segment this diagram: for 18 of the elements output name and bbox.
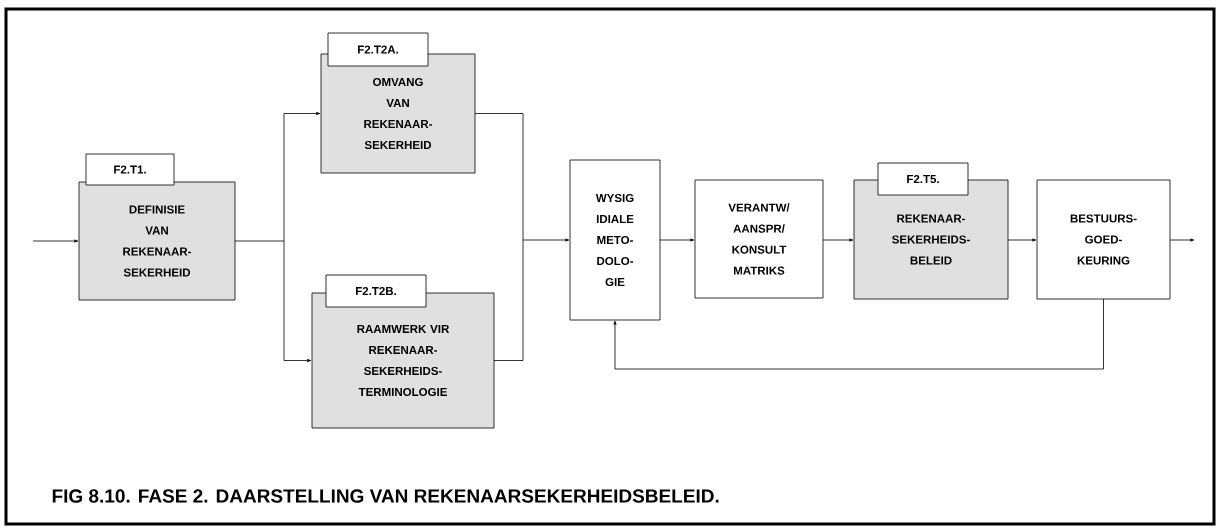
arrow <box>822 238 854 242</box>
arrow <box>613 298 1104 370</box>
arrow <box>659 238 695 242</box>
arrow <box>283 240 312 363</box>
process-box: BESTUURS-GOED-KEURING <box>1036 179 1171 300</box>
tab-label: F2.T2A. <box>327 32 429 67</box>
process-box: WYSIG IDIALE METO-DOLO-GIE <box>569 159 661 321</box>
arrow <box>1169 238 1195 242</box>
process-box: VERANTW/ AANSPR/ KONSULT MATRIKS <box>694 179 824 299</box>
arrow <box>283 111 321 242</box>
tab-label: F2.T5. <box>877 162 969 196</box>
arrow <box>522 238 570 242</box>
arrow <box>1007 238 1037 242</box>
process-box: DEFINISIE VAN REKENAAR-SEKERHEID <box>78 181 236 301</box>
arrow <box>32 239 79 243</box>
process-box: OMVANG VAN REKENAAR-SEKERHEID <box>320 53 476 174</box>
caption: FIG 8.10. FASE 2. DAARSTELLING VAN REKENAARSEKERHEIDSBELEID. <box>52 489 719 503</box>
tab-label: F2.T1. <box>85 153 175 186</box>
